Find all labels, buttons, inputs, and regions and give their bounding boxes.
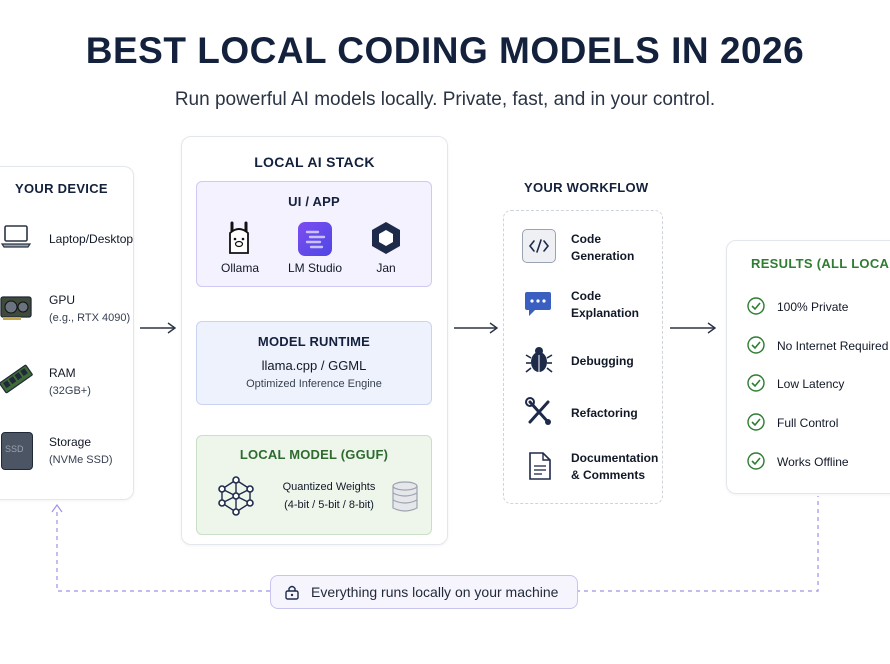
device-heading: YOUR DEVICE — [15, 181, 108, 196]
page-title: BEST LOCAL CODING MODELS IN 2026 — [85, 30, 805, 71]
page-subtitle: Run powerful AI models locally. Private,… — [174, 89, 716, 110]
code-icon — [522, 229, 556, 263]
llama-icon — [224, 219, 254, 262]
local-model-box: LOCAL MODEL (GGUF) Quantized Weights (4-… — [196, 435, 432, 535]
cube-icon — [369, 220, 403, 261]
workflow-label: Explanation — [571, 306, 640, 320]
device-label: GPU — [49, 293, 76, 307]
runtime-box: MODEL RUNTIME llama.cpp / GGML Optimized… — [196, 321, 432, 405]
stack-heading: LOCAL AI STACK — [254, 154, 375, 170]
neural-network-icon — [216, 476, 256, 521]
ssd-icon: SSD — [1, 432, 33, 470]
local-badge: Everything runs locally on your machine — [270, 575, 578, 609]
device-label: Storage — [49, 435, 92, 449]
ui-app-box: UI / APP Ollama LM Studio Jan — [196, 181, 432, 287]
database-icon — [391, 480, 419, 519]
local-badge-label: Everything runs locally on your machine — [311, 584, 559, 600]
workflow-label: Debugging — [571, 354, 634, 368]
bug-icon — [525, 345, 553, 380]
laptop-icon — [0, 224, 32, 255]
check-circle-icon — [747, 452, 765, 470]
local-model-title: LOCAL MODEL (GGUF) — [239, 447, 389, 462]
app-label: Jan — [376, 261, 396, 275]
model-weights-label: Quantized Weights — [282, 481, 376, 493]
results-card: RESULTS (ALL LOCAL) — [726, 240, 890, 494]
result-item: Works Offline — [746, 451, 890, 473]
lock-icon — [285, 585, 299, 600]
result-item: Full Control — [746, 412, 890, 434]
device-label: RAM — [49, 366, 76, 380]
check-circle-icon — [747, 297, 765, 315]
device-card: YOUR DEVICE Laptop/Desktop GPU (e.g., RT… — [0, 166, 134, 500]
document-icon — [528, 451, 552, 486]
app-label: LM Studio — [287, 261, 343, 275]
arrow-workflow-to-results — [670, 322, 717, 334]
result-label: No Internet Required — [777, 339, 889, 353]
workflow-card: Code Generation Code Explanation Debuggi… — [503, 210, 663, 504]
ram-icon — [0, 363, 33, 400]
workflow-label: Refactoring — [571, 406, 638, 420]
device-label: Laptop/Desktop — [49, 232, 134, 246]
result-item: 100% Private — [746, 296, 890, 318]
tools-icon — [525, 397, 553, 432]
workflow-label: Code — [571, 232, 601, 246]
runtime-engine: llama.cpp / GGML — [261, 358, 367, 373]
device-sub: (NVMe SSD) — [49, 454, 113, 466]
arrow-stack-to-workflow — [454, 322, 499, 334]
check-circle-icon — [747, 374, 765, 392]
device-sub: (e.g., RTX 4090) — [49, 312, 131, 324]
model-quant-label: (4-bit / 5-bit / 8-bit) — [284, 499, 374, 511]
result-item: No Internet Required — [746, 335, 890, 357]
result-label: 100% Private — [777, 300, 849, 314]
runtime-title: MODEL RUNTIME — [257, 334, 371, 349]
check-circle-icon — [747, 413, 765, 431]
results-heading: RESULTS (ALL LOCAL) — [751, 256, 890, 271]
ui-app-title: UI / APP — [288, 194, 340, 209]
app-label: Ollama — [220, 261, 259, 275]
workflow-label: Code — [571, 289, 601, 303]
lm-studio-icon — [298, 222, 332, 256]
local-loop-dashed — [56, 496, 819, 592]
result-label: Works Offline — [777, 455, 849, 469]
device-sub: (32GB+) — [49, 385, 91, 397]
result-label: Full Control — [777, 416, 839, 430]
workflow-heading: YOUR WORKFLOW — [524, 180, 649, 195]
result-item: Low Latency — [746, 373, 890, 395]
result-label: Low Latency — [777, 377, 845, 391]
workflow-label: Documentation — [571, 451, 659, 465]
chat-icon — [524, 289, 552, 324]
results-list: 100% Private No Internet Required Low La… — [746, 296, 890, 486]
gpu-icon — [0, 292, 33, 327]
workflow-label: & Comments — [571, 468, 646, 482]
arrow-device-to-stack — [140, 322, 177, 334]
workflow-label: Generation — [571, 249, 635, 263]
check-circle-icon — [747, 336, 765, 354]
runtime-description: Optimized Inference Engine — [246, 378, 382, 390]
